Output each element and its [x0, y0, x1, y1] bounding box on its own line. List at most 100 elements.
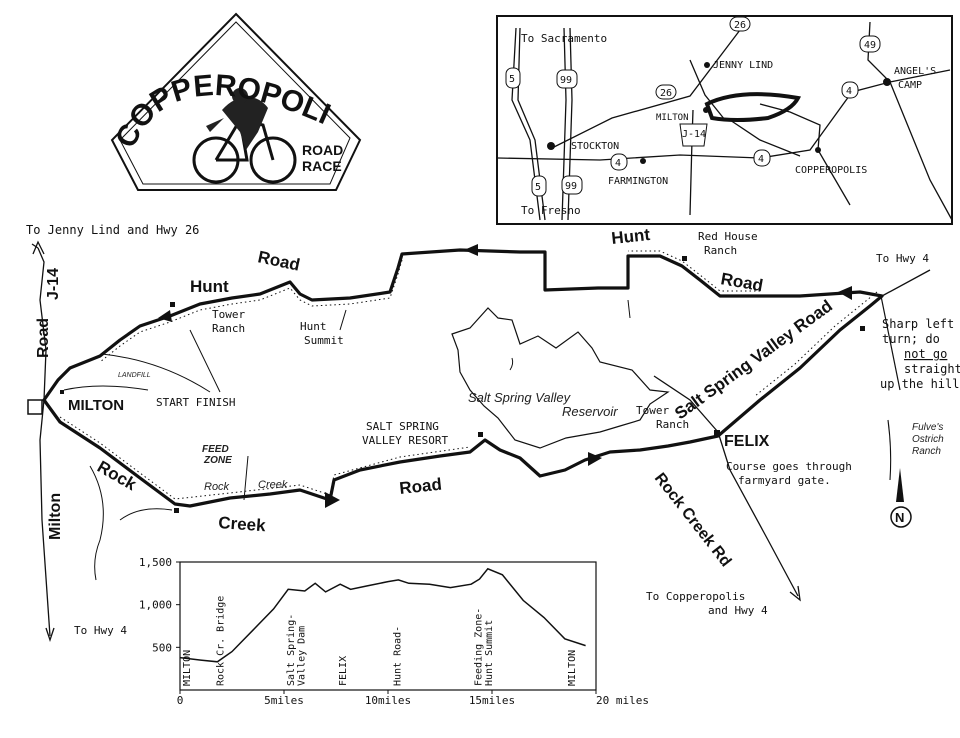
profile-annotation: Rock Cr. Bridge [216, 596, 227, 686]
red-house-ranch-2: Ranch [704, 244, 737, 257]
y-tick-label: 1,000 [139, 599, 172, 612]
svg-text:Ranch: Ranch [912, 446, 941, 457]
svg-text:J-14: J-14 [682, 129, 706, 140]
elevation-profile: 500 1,000 1,500 0 5miles 10miles 15miles 20 mi… [139, 556, 649, 707]
ostrich-ranch-note: Fulve's Ostrich Ranch [912, 422, 944, 457]
svg-text:49: 49 [864, 40, 876, 51]
j14-road-word: Road [35, 318, 52, 358]
direction-arrow-icon [838, 286, 852, 300]
svg-text:4: 4 [758, 154, 764, 165]
race-logo: COPPEROPOLIS ROAD RACE [0, 0, 362, 191]
hunt-summit-2: Summit [304, 334, 344, 347]
inset-milton: MILTON [656, 113, 689, 123]
feed-zone-2: ZONE [203, 455, 232, 466]
x-tick-label: 15miles [469, 694, 515, 707]
hunt-road-left-road: Road [256, 247, 302, 274]
inset-jenny-lind: JENNY LIND [713, 60, 773, 71]
svg-text:4: 4 [846, 86, 852, 97]
inset-angels: ANGEL'S [894, 66, 936, 77]
north-arrow-icon: N [890, 468, 912, 528]
cyclist-icon [192, 88, 297, 184]
tower-ranch-right-2: Ranch [656, 418, 689, 431]
x-tick-label: 20 miles [596, 694, 649, 707]
direction-arrow-icon [588, 452, 602, 466]
sharp-turn-note: Sharp left turn; do not go straight up t… [880, 317, 960, 391]
hunt-road-left-hunt: Hunt [190, 277, 229, 296]
svg-text:5: 5 [509, 74, 515, 85]
rock-creek-creek: Creek [218, 513, 267, 535]
hwy-shield-26-north: 26 [729, 16, 751, 32]
feed-zone-1: FEED [202, 444, 229, 455]
landfill-label: LANDFILL [118, 372, 151, 379]
inset-copperopolis: COPPEROPOLIS [795, 165, 867, 176]
profile-annotation: MILTON [567, 650, 578, 686]
hwy-shield-4-east: 4 [841, 81, 859, 99]
svg-text:99: 99 [565, 181, 577, 192]
milton-road-label: Milton [47, 493, 64, 540]
tower-ranch-right-1: Tower [636, 404, 669, 417]
profile-annotation: FELIX [338, 656, 349, 686]
profile-annotation: Feeding Zone- [473, 608, 484, 686]
inset-to-fresno: To Fresno [521, 204, 581, 217]
hwy-shield-99-south: 99 [561, 175, 583, 195]
hunt-road-right-road: Road [719, 269, 764, 295]
svg-text:26: 26 [734, 20, 746, 31]
logo-line1: ROAD [302, 142, 343, 158]
rock-creek-rd-label: Rock Creek Rd [651, 470, 734, 570]
x-tick-label: 5miles [264, 694, 304, 707]
svg-text:up the hill: up the hill [880, 377, 959, 391]
tower-ranch-left-2: Ranch [212, 322, 245, 335]
to-hwy4-top-label: To Hwy 4 [876, 252, 929, 265]
svg-text:5: 5 [535, 182, 541, 193]
hwy-shield-26-milton: 26 [655, 84, 677, 100]
svg-text:4: 4 [615, 158, 621, 169]
hunt-summit-1: Hunt [300, 320, 327, 333]
road-middle-label: Road [398, 475, 442, 498]
reservoir-label-2: Reservoir [562, 404, 618, 419]
svg-text:Fulve's: Fulve's [912, 422, 943, 433]
hwy-shield-j14: J-14 [679, 123, 708, 147]
svg-text:not go: not go [904, 347, 947, 361]
x-tick-label: 10miles [365, 694, 411, 707]
start-finish-label: START FINISH [156, 396, 235, 409]
felix-label: FELIX [724, 433, 770, 450]
profile-annotation: Hunt Summit [484, 620, 495, 686]
svg-text:26: 26 [660, 88, 672, 99]
hwy-shield-99-north: 99 [556, 69, 578, 89]
direction-arrow-icon [325, 492, 340, 508]
direction-arrow-icon [158, 310, 172, 322]
creek-small-label: Creek [258, 479, 288, 491]
inset-map: 26 49 5 99 26 4 J-14 4 4 5 99 To Sacrame… [496, 15, 953, 225]
rock-small-label: Rock [204, 481, 230, 493]
salt-spring-resort-2: VALLEY RESORT [362, 434, 448, 447]
to-hwy4-top-road [881, 269, 931, 297]
svg-text:Ostrich: Ostrich [912, 434, 944, 445]
to-hwy4-left-label: To Hwy 4 [74, 624, 127, 637]
tower-ranch-left-1: Tower [212, 308, 245, 321]
elevation-line [179, 567, 586, 663]
y-tick-label: 500 [152, 641, 172, 654]
reservoir-label-1: Salt Spring Valley [468, 390, 572, 405]
x-tick-label: 0 [177, 694, 184, 707]
inset-farmington: FARMINGTON [608, 176, 668, 187]
red-house-ranch-1: Red House [698, 230, 758, 243]
svg-text:straight: straight [904, 362, 960, 376]
inset-stockton: STOCKTON [571, 141, 619, 152]
inset-camp: CAMP [898, 80, 922, 91]
inset-to-sacramento: To Sacramento [521, 32, 607, 45]
race-route [42, 248, 884, 508]
j14-road-code: J-14 [45, 268, 62, 300]
svg-text:N: N [895, 510, 904, 525]
rock-creek-rd [717, 431, 799, 597]
svg-text:99: 99 [560, 75, 572, 86]
hwy-shield-4-farmington: 4 [610, 153, 628, 171]
profile-annotation: MILTON [182, 650, 193, 686]
hunt-road-right-hunt: Hunt [610, 225, 651, 248]
profile-annotation: Hunt Road- [392, 626, 403, 686]
hwy-shield-5-south: 5 [531, 175, 547, 197]
svg-text:turn; do: turn; do [882, 332, 940, 346]
to-copperopolis-2: and Hwy 4 [708, 604, 768, 617]
y-tick-label: 1,500 [139, 556, 172, 569]
to-jenny-lind-label: To Jenny Lind and Hwy 26 [26, 223, 199, 237]
